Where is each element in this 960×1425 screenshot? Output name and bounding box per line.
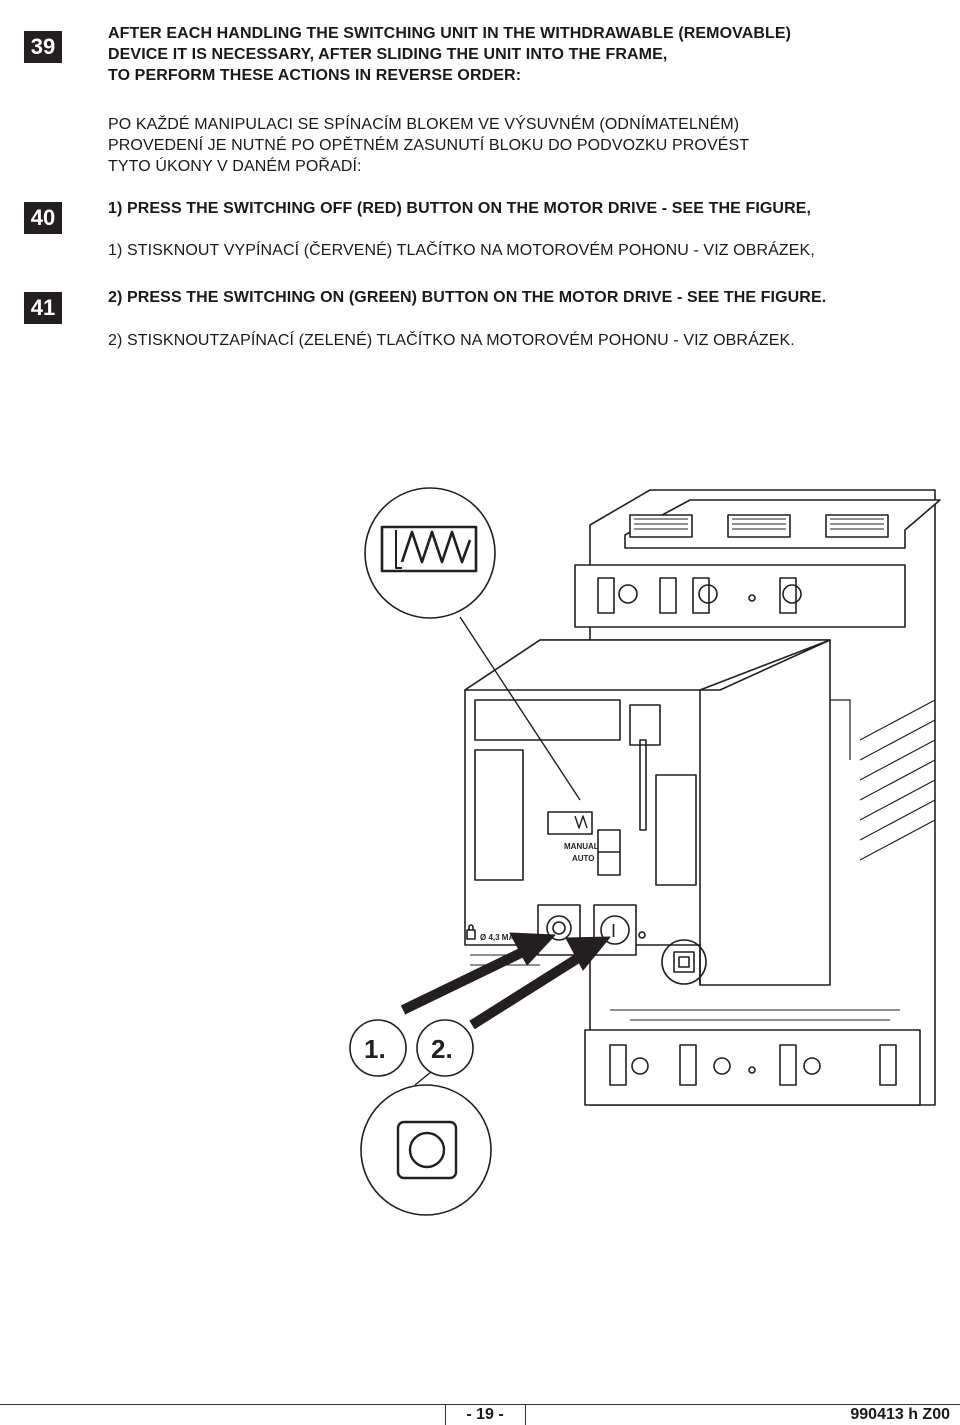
- step1-czech: 1) STISKNOUT VYPÍNACÍ (ČERVENÉ) TLAČÍTKO…: [108, 242, 815, 259]
- step-badge-39: 39: [24, 31, 62, 63]
- arrow-2-head: [565, 936, 611, 971]
- footer-divider: [525, 1405, 526, 1425]
- document-code: 990413 h Z00: [850, 1406, 950, 1423]
- intro-czech: PO KAŽDÉ MANIPULACI SE SPÍNACÍM BLOKEM V…: [108, 114, 749, 177]
- intro-cz-line: PROVEDENÍ JE NUTNÉ PO OPĚTNÉM ZASUNUTÍ B…: [108, 137, 750, 154]
- arrow-1-head: [509, 932, 556, 966]
- spring-indicator-callout: [364, 487, 581, 801]
- footer-rule: [0, 1404, 960, 1405]
- press-arrows: [400, 932, 611, 1030]
- step-badge-41: 41: [24, 292, 62, 324]
- circle-button-icon: [408, 1131, 446, 1169]
- intro-en-line: TO PERFORM THESE ACTIONS IN REVERSE ORDE…: [108, 67, 522, 84]
- intro-en-line: DEVICE IT IS NECESSARY, AFTER SLIDING TH…: [108, 46, 668, 63]
- intro-cz-line: PO KAŽDÉ MANIPULACI SE SPÍNACÍM BLOKEM V…: [108, 116, 740, 133]
- intro-english: AFTER EACH HANDLING THE SWITCHING UNIT I…: [108, 23, 791, 86]
- off-button[interactable]: [546, 915, 572, 941]
- on-button[interactable]: [600, 915, 630, 945]
- motor-drive-figure: MANUAL AUTO I Ø 4,3 MAX: [349, 487, 941, 1216]
- callout-2: 2.: [431, 1034, 453, 1064]
- callout-1: 1.: [364, 1034, 386, 1064]
- auto-label: AUTO: [572, 854, 595, 863]
- step2-english: 2) PRESS THE SWITCHING ON (GREEN) BUTTON…: [108, 289, 827, 306]
- step-callouts: 1. 2.: [349, 1019, 474, 1077]
- intro-cz-line: TYTO ÚKONY V DANÉM POŘADÍ:: [108, 158, 362, 175]
- manual-label: MANUAL: [564, 842, 599, 851]
- diameter-label: Ø 4,3 MAX: [480, 933, 520, 942]
- on-symbol: I: [611, 921, 616, 941]
- off-button-callout: [360, 1039, 492, 1216]
- arrow-1-shaft: [400, 945, 530, 1015]
- intro-en-line: AFTER EACH HANDLING THE SWITCHING UNIT I…: [108, 25, 792, 42]
- step1-english: 1) PRESS THE SWITCHING OFF (RED) BUTTON …: [108, 200, 812, 217]
- step2-czech: 2) STISKNOUTZAPÍNACÍ (ZELENÉ) TLAČÍTKO N…: [108, 332, 795, 349]
- step-badge-40: 40: [24, 202, 62, 234]
- footer-divider: [445, 1405, 446, 1425]
- page-number: - 19 -: [466, 1406, 504, 1423]
- motor-drive-unit: MANUAL AUTO I Ø 4,3 MAX: [464, 639, 851, 986]
- arrow-2-shaft: [469, 950, 586, 1030]
- spring-icon: [400, 530, 472, 564]
